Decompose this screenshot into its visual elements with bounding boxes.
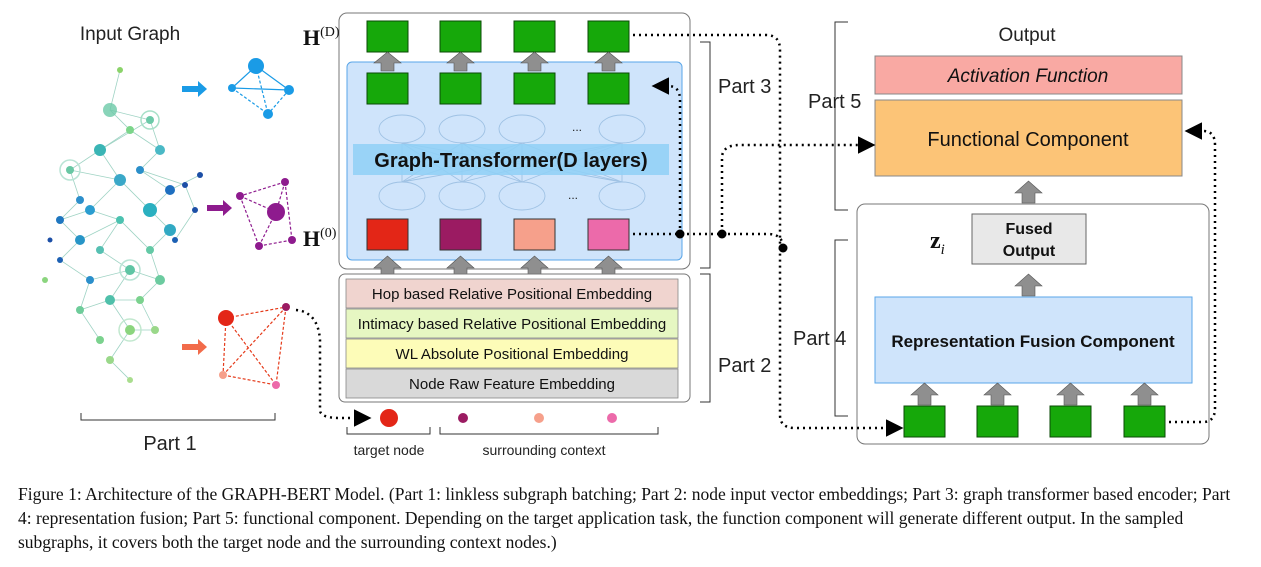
part2-embeddings: Hop based Relative Positional Embedding … (338, 273, 771, 458)
context-bracket (439, 427, 659, 435)
fused-output-line1: Fused (1005, 221, 1052, 238)
connector-h0-branch (722, 232, 785, 249)
hop-embedding-box (345, 278, 679, 309)
wl-embedding-box (345, 338, 679, 369)
connector-residual (651, 77, 682, 234)
subgraph-purple (236, 178, 296, 250)
context-node-dot-3 (607, 413, 617, 423)
connector-subgraph-to-target (295, 308, 372, 427)
up-arrows-top (373, 51, 623, 72)
subgraph-red (218, 303, 290, 389)
connector-h0-to-functional (633, 136, 876, 236)
intimacy-embedding-label: Intimacy based Relative Positional Embed… (358, 316, 667, 333)
context-node-dot-2 (534, 413, 544, 423)
output-nodes-top (366, 20, 630, 53)
junction-dot-2 (717, 229, 727, 239)
part4-fusion: Fused Output zi Representation Fusion Co… (793, 180, 1210, 445)
large-network-nodes (42, 67, 203, 383)
intimacy-embedding-box (345, 308, 679, 339)
part1-label: Part 1 (143, 433, 196, 455)
arrow-to-subgraph-2-icon (207, 200, 232, 216)
representation-fusion-label: Representation Fusion Component (891, 332, 1175, 351)
architecture-diagram: Input Graph (42, 12, 1217, 458)
transformer-output-nodes (366, 72, 630, 105)
output-title: Output (998, 25, 1056, 46)
raw-feature-embedding-box (345, 368, 679, 399)
context-label: surrounding context (483, 442, 606, 458)
wl-embedding-label: WL Absolute Positional Embedding (396, 346, 629, 363)
hop-embedding-label: Hop based Relative Positional Embedding (372, 286, 652, 303)
part4-label: Part 4 (793, 328, 846, 350)
part4-bracket (834, 239, 848, 417)
part3-encoder: ... ... Graph-Transformer(D layers) (303, 12, 771, 270)
part3-bracket (700, 41, 711, 269)
functional-component-label: Functional Component (927, 129, 1129, 151)
neuron-ellipsis-top: ... (572, 120, 582, 134)
activation-function-box (874, 55, 1183, 95)
h-bottom-label: H(0) (303, 226, 337, 251)
input-nodes-h0 (366, 218, 630, 251)
part2-bracket (700, 273, 711, 403)
junction-dot-1 (675, 229, 685, 239)
part5-output: Output Activation Function Functional Co… (808, 21, 1183, 211)
fused-output-box (971, 213, 1087, 265)
target-node-label: target node (354, 442, 425, 458)
transformer-label: Graph-Transformer(D layers) (374, 150, 647, 172)
part1-input-graph: Input Graph (42, 24, 296, 455)
raw-feature-embedding-label: Node Raw Feature Embedding (409, 376, 615, 393)
connector-hd-to-fusion (633, 33, 904, 437)
representation-fusion-box (874, 296, 1193, 384)
figure-caption: Figure 1: Architecture of the GRAPH-BERT… (18, 484, 1231, 552)
activation-function-label: Activation Function (947, 66, 1109, 87)
subgraph-blue (228, 58, 294, 119)
arrow-to-subgraph-3-icon (182, 339, 207, 355)
context-node-dot-1 (458, 413, 468, 423)
connector-fusion-to-functional (1169, 122, 1217, 424)
part5-label: Part 5 (808, 91, 861, 113)
junction-dot-3 (778, 243, 788, 253)
target-node-dot (380, 409, 398, 427)
h-top-label: H(D) (303, 25, 340, 50)
fusion-up-arrows (910, 180, 1159, 406)
input-graph-title: Input Graph (80, 24, 180, 45)
neuron-ellipsis-bottom: ... (568, 188, 578, 202)
part3-label: Part 3 (718, 76, 771, 98)
part2-label: Part 2 (718, 355, 771, 377)
fusion-input-nodes (903, 405, 1166, 438)
target-bracket (346, 427, 431, 435)
arrow-to-subgraph-1-icon (182, 81, 207, 97)
z-label: zi (930, 228, 945, 258)
transformer-label-band (353, 144, 669, 175)
part1-bracket (80, 413, 276, 421)
fused-output-line2: Output (1003, 243, 1056, 260)
part5-bracket (834, 21, 848, 211)
